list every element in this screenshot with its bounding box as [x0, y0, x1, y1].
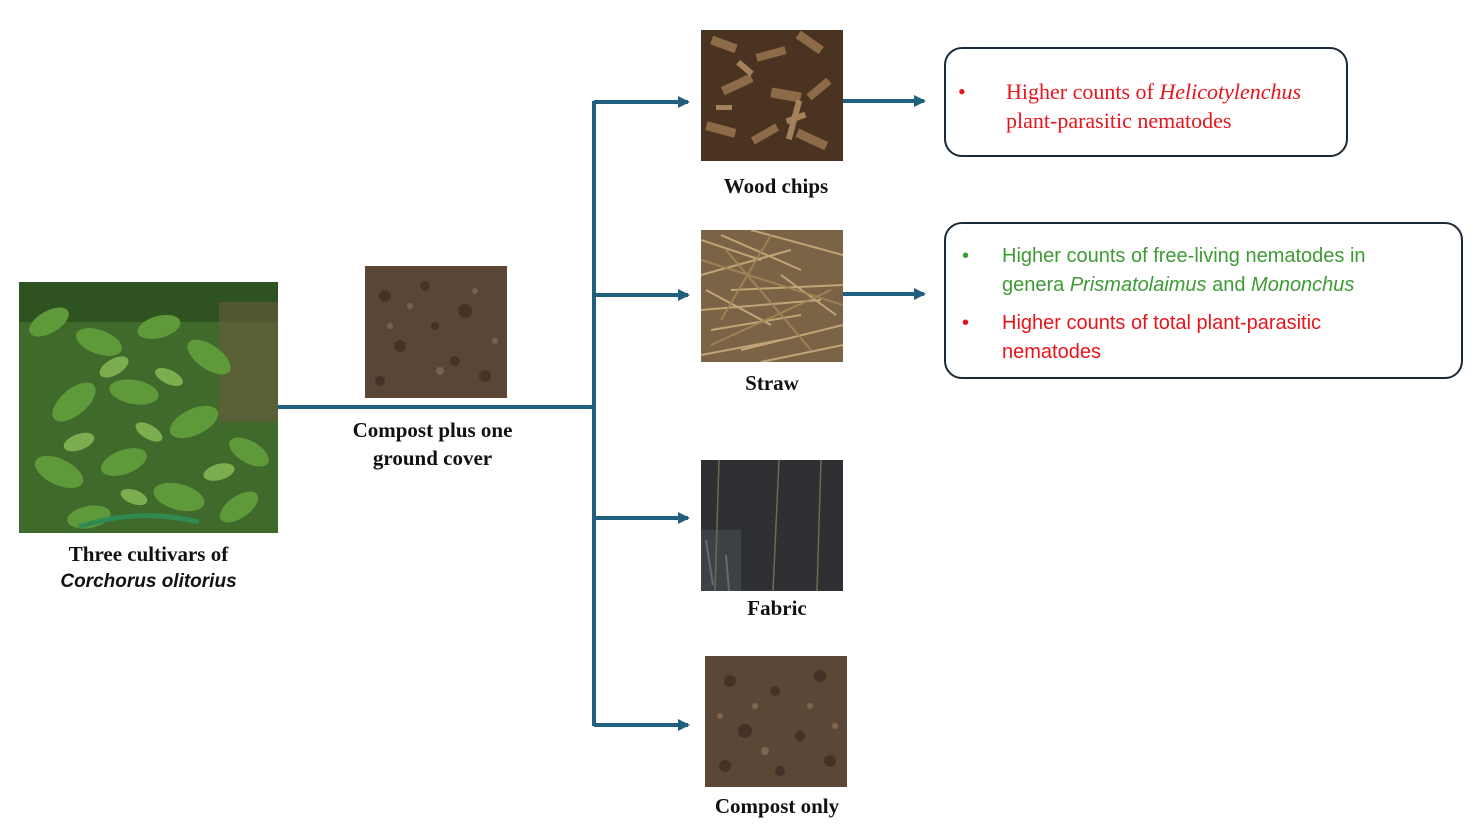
bullet-icon: • [962, 312, 970, 334]
straw-caption: Straw [745, 371, 799, 395]
straw-result-item2-line2: nematodes [1002, 341, 1101, 363]
plant-caption: Three cultivars of Corchorus olitorius [19, 540, 278, 596]
straw-result-box: • Higher counts of free-living nematodes… [944, 222, 1463, 379]
compost-ground-cover-caption: Compost plus one ground cover [320, 416, 545, 472]
compost-ground-cover-line1: Compost plus one [352, 418, 513, 442]
fabric-photo [701, 460, 843, 591]
wood-chips-caption: Wood chips [723, 174, 829, 198]
straw-result-item1-line1: Higher counts of free-living nematodes i… [1002, 245, 1366, 267]
wood-chips-photo [701, 30, 843, 161]
fabric-caption: Fabric [747, 596, 807, 620]
compost-only-photo [705, 656, 847, 787]
straw-result-conj: and [1206, 274, 1252, 296]
straw-result-item2-line1: Higher counts of total plant-parasitic [1002, 312, 1322, 334]
bullet-icon: • [958, 79, 966, 104]
straw-result-genus1: Prismatolaimus [1069, 274, 1207, 296]
straw-result-genus2: Mononchus [1251, 274, 1355, 296]
wood-chips-result-box: • Higher counts of Helicotylenchus plant… [944, 47, 1348, 157]
compost-ground-cover-photo [365, 266, 507, 398]
straw-result-item-free-living: • Higher counts of free-living nematodes… [962, 242, 1366, 300]
compost-ground-cover-line2: ground cover [372, 446, 493, 470]
wood-chips-result-genus: Helicotylenchus [1159, 79, 1302, 104]
straw-result-item1-prefix: genera [1002, 274, 1070, 296]
straw-result-item-plant-parasitic: • Higher counts of total plant-parasitic… [962, 309, 1321, 367]
straw-photo [701, 230, 843, 362]
plant-caption-species: Corchorus olitorius [60, 571, 237, 592]
plant-photo [19, 282, 278, 533]
wood-chips-result-line2: plant-parasitic nematodes [1006, 108, 1232, 133]
compost-only-caption: Compost only [714, 794, 840, 818]
wood-chips-result-prefix: Higher counts of [1006, 79, 1160, 104]
wood-chips-result-item: • Higher counts of Helicotylenchus plant… [958, 77, 1301, 135]
bullet-icon: • [962, 245, 970, 267]
plant-caption-line1: Three cultivars of [68, 542, 229, 566]
